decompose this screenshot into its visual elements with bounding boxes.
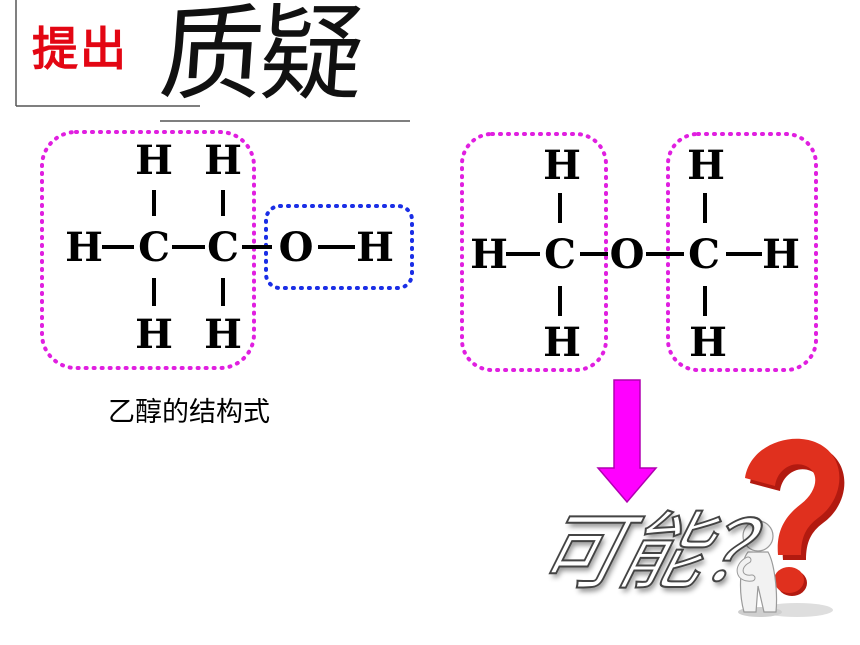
left-atom-o: O <box>279 224 314 271</box>
thinking-person-icon <box>736 520 782 617</box>
methyl-group-box-right <box>666 132 818 372</box>
left-atom-c1: C <box>138 224 170 271</box>
right-atom-h-top2: H <box>687 142 725 189</box>
question-text: 可能？ <box>527 502 799 602</box>
right-atom-h-bot2: H <box>689 319 727 366</box>
right-bonds <box>506 193 762 316</box>
left-atom-h-bot1: H <box>135 311 173 358</box>
left-atom-h-top1: H <box>135 137 173 184</box>
ethanol-caption: 乙醇的结构式 <box>108 397 270 428</box>
right-atom-h-top1: H <box>543 142 581 189</box>
left-atom-h-right: H <box>356 224 394 271</box>
left-bonds <box>102 190 355 306</box>
question-mark-icon <box>745 438 845 617</box>
right-atom-h-bot1: H <box>543 319 581 366</box>
left-atom-h-top2: H <box>204 137 242 184</box>
ethyl-group-box <box>40 130 256 370</box>
methyl-group-box-left <box>460 132 608 372</box>
right-atom-o: O <box>610 231 645 278</box>
right-atom-h-left: H <box>470 231 508 278</box>
left-atom-h-left: H <box>65 224 103 271</box>
right-atom-c2: C <box>688 231 720 278</box>
right-atom-c1: C <box>544 231 576 278</box>
left-atom-h-bot2: H <box>204 311 242 358</box>
down-arrow-icon <box>596 379 658 504</box>
right-atom-h-right: H <box>762 231 800 278</box>
title-prefix: 提出 <box>32 22 128 76</box>
left-atom-c2: C <box>207 224 239 271</box>
